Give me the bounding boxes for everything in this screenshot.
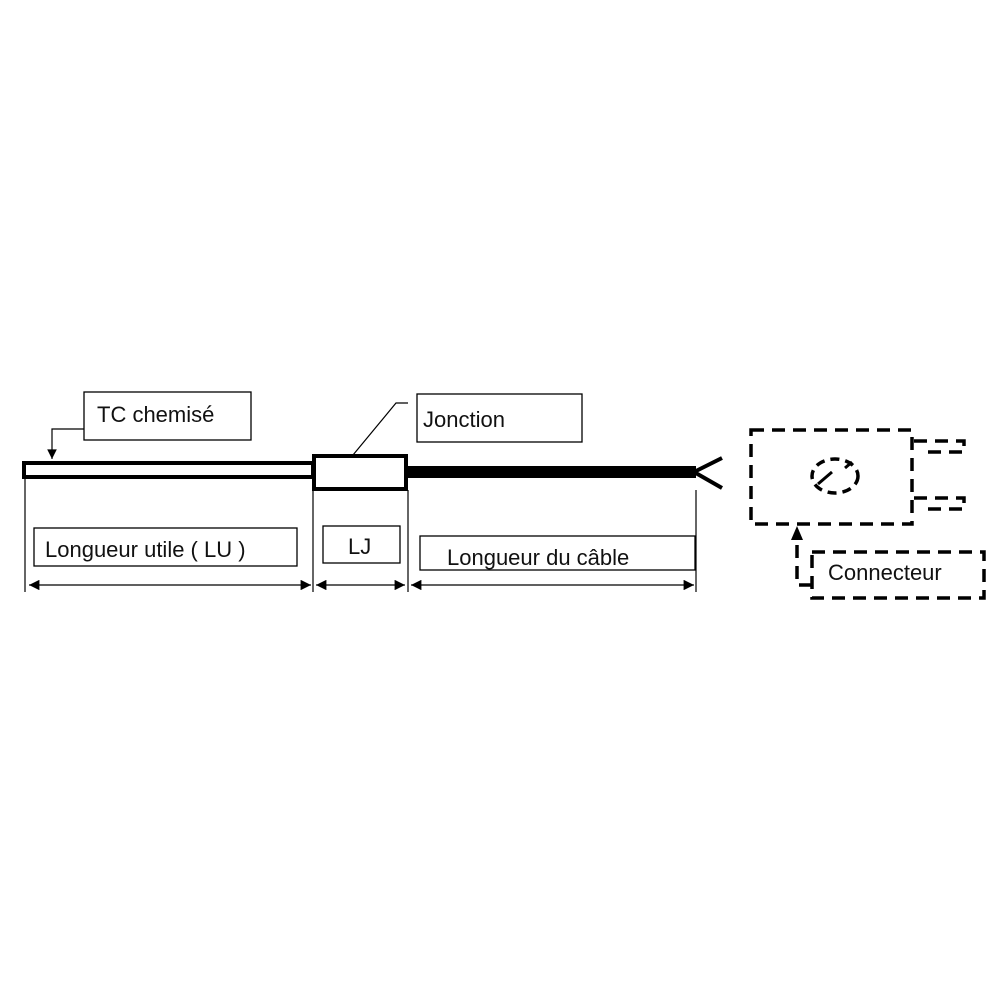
dimension-extension-lines (24, 479, 697, 592)
cable-length-label-box (419, 535, 696, 571)
connector-pin-bottom (914, 496, 966, 511)
junction-label-box (416, 393, 583, 443)
cable (408, 466, 696, 478)
connector-body (749, 428, 914, 526)
connector-leader (795, 540, 812, 587)
lu-label-box (33, 527, 298, 567)
sheathed-tc-label: TC chemisé (97, 402, 214, 427)
connector-label: Connecteur (828, 560, 942, 585)
sheathed-tc-label-box (83, 391, 252, 441)
connector-label-box (810, 550, 986, 600)
sheath-tube (22, 461, 315, 479)
cable-length-label: Longueur du câble (447, 545, 629, 570)
junction-body (312, 454, 408, 491)
connector-arrowhead-icon (791, 526, 803, 540)
lj-label: LJ (348, 534, 371, 559)
lu-label: Longueur utile ( LU ) (45, 537, 246, 562)
connector-pin-top (914, 439, 966, 454)
connector (749, 428, 986, 600)
sheathed-tc-leader-arrow (47, 428, 84, 459)
junction-label: Jonction (423, 407, 505, 432)
lj-label-box (322, 525, 401, 564)
connector-socket-icon (810, 457, 860, 495)
junction-leader-line (352, 402, 408, 456)
sheathed-tc-callout: TC chemisé (47, 391, 252, 459)
cable-wire-fork (693, 456, 723, 490)
